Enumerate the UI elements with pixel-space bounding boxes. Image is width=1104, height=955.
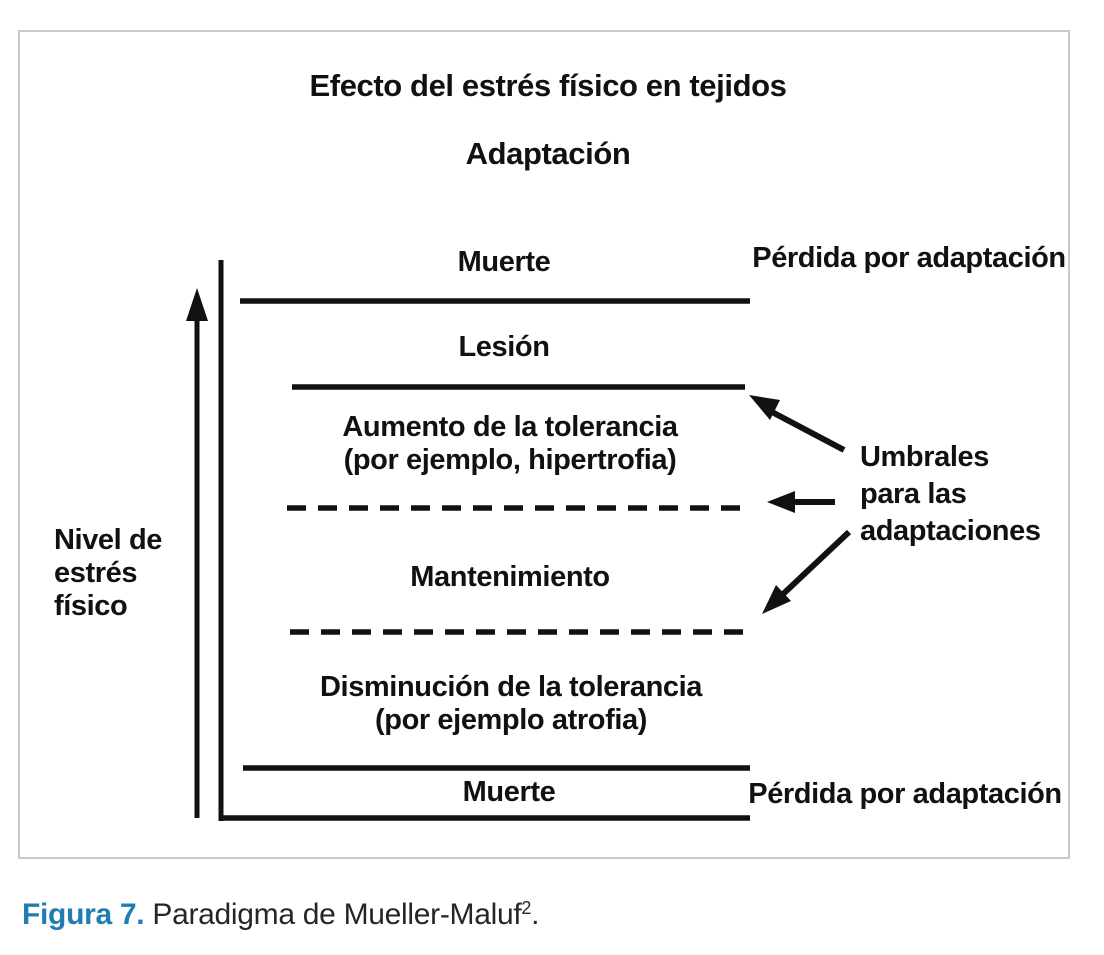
annotation-thresholds-line: para las xyxy=(860,478,967,510)
annotation-thresholds: Umbrales para las adaptaciones xyxy=(860,439,1041,550)
diagram-title: Efecto del estrés físico en tejidos xyxy=(309,68,787,103)
diagram-subtitle: Adaptación xyxy=(465,136,631,171)
annotation-thresholds-line: Umbrales xyxy=(860,441,989,473)
figure-caption: Figura 7. Paradigma de Mueller-Maluf2. xyxy=(22,890,539,933)
caption-period: . xyxy=(531,897,540,931)
zone-label-line: (por ejemplo atrofia) xyxy=(375,704,647,736)
zone-label-line: Aumento de la tolerancia xyxy=(342,411,678,443)
caption-text: Paradigma de Mueller-Maluf xyxy=(152,897,522,931)
zone-label-injury: Lesión xyxy=(458,331,550,363)
up-arrow-icon xyxy=(186,288,208,321)
zone-label-maintenance: Mantenimiento xyxy=(410,561,610,593)
threshold-arrow-middle-icon xyxy=(767,491,835,513)
annotation-thresholds-line: adaptaciones xyxy=(860,515,1041,547)
zone-label-increased-tolerance: Aumento de la tolerancia (por ejemplo, h… xyxy=(342,411,678,477)
caption-label: Figura 7. xyxy=(22,897,145,931)
caption-superscript: 2 xyxy=(521,898,532,918)
zone-label-death-top: Muerte xyxy=(457,246,551,278)
zone-label-line: (por ejemplo, hipertrofia) xyxy=(343,444,677,476)
y-axis-label-line: estrés xyxy=(54,557,138,589)
zone-label-line: Disminución de la tolerancia xyxy=(319,671,703,703)
y-axis-label-line: Nivel de xyxy=(54,524,163,556)
annotation-loss-by-adaptation-bottom: Pérdida por adaptación xyxy=(748,778,1062,810)
threshold-arrow-upper-icon xyxy=(749,395,846,453)
threshold-arrow-lower-icon xyxy=(762,529,852,614)
y-axis-label-line: físico xyxy=(54,590,128,622)
diagram-canvas xyxy=(186,260,852,821)
zone-label-decreased-tolerance: Disminución de la tolerancia (por ejempl… xyxy=(320,671,702,737)
zone-label-death-bottom: Muerte xyxy=(462,776,556,808)
y-axis-label: Nivel de estrés físico xyxy=(54,524,162,623)
figure-frame: Efecto del estrés físico en tejidos Adap… xyxy=(18,30,1070,859)
annotation-loss-by-adaptation-top: Pérdida por adaptación xyxy=(752,242,1066,274)
